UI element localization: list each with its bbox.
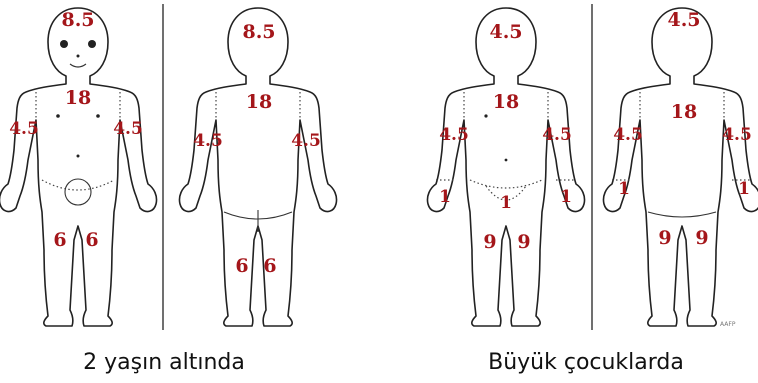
panel-older-children: 4.5 18 4.5 4.5 1 1 1 9 9 4.5 18 4.5 4.5 … (427, 4, 758, 375)
figure-older-front (427, 8, 584, 326)
label-older-front-arm-left: 4.5 (439, 125, 469, 145)
label-under-2-back-arm-left: 4.5 (193, 131, 223, 151)
label-under-2-front-head: 8.5 (61, 9, 94, 31)
label-older-front-trunk: 18 (493, 91, 519, 113)
label-older-back-trunk: 18 (671, 101, 697, 123)
label-under-2-back-leg-left: 6 (235, 255, 248, 277)
figure-under-2-front (0, 8, 157, 326)
label-under-2-back-arm-right: 4.5 (291, 131, 321, 151)
label-older-front-hand-right: 1 (560, 187, 572, 207)
label-under-2-front-arm-right: 4.5 (113, 119, 143, 139)
label-older-back-arm-left: 4.5 (613, 125, 643, 145)
label-under-2-back-leg-right: 6 (263, 255, 276, 277)
label-older-back-leg-left: 9 (658, 227, 671, 249)
label-older-front-hand-left: 1 (439, 187, 451, 207)
figure-under-2-back (179, 8, 336, 326)
label-under-2-back-trunk: 18 (246, 91, 272, 113)
label-older-front-leg-left: 9 (483, 231, 496, 253)
label-older-front-arm-right: 4.5 (542, 125, 572, 145)
label-older-back-arm-right: 4.5 (722, 125, 752, 145)
label-under-2-front-arm-left: 4.5 (9, 119, 39, 139)
label-under-2-front-leg-right: 6 (85, 229, 98, 251)
label-older-back-hand-left: 1 (618, 179, 630, 199)
label-older-front-leg-right: 9 (517, 231, 530, 253)
caption-older-children: Büyük çocuklarda (488, 350, 684, 375)
label-under-2-front-trunk: 18 (65, 87, 91, 109)
label-older-front-groin: 1 (500, 193, 512, 213)
label-older-back-leg-right: 9 (695, 227, 708, 249)
caption-under-2: 2 yaşın altında (83, 350, 245, 375)
label-under-2-front-leg-left: 6 (53, 229, 66, 251)
label-older-front-head: 4.5 (489, 21, 522, 43)
watermark: AAFP (720, 321, 736, 328)
label-older-back-head: 4.5 (667, 9, 700, 31)
label-under-2-back-head: 8.5 (242, 21, 275, 43)
figure-older-back (603, 8, 758, 326)
label-older-back-hand-right: 1 (738, 179, 750, 199)
panel-under-2: 8.5 18 4.5 4.5 6 6 8.5 18 4.5 4.5 6 6 2 … (0, 4, 337, 375)
